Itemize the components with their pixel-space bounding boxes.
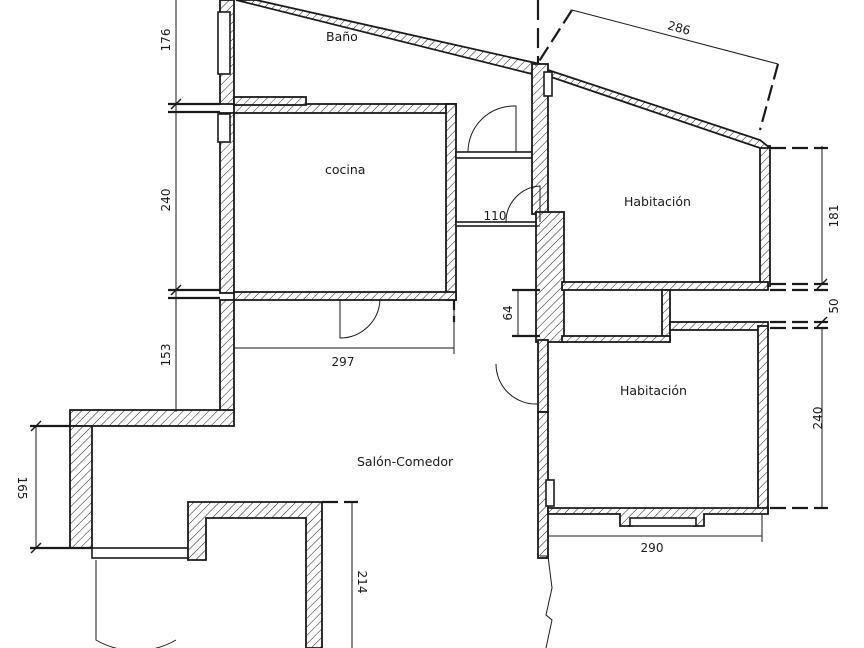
pillar-small: [543, 71, 553, 97]
wall-bed2-right: [757, 325, 769, 513]
wall-kitchen-bottom: [233, 291, 457, 301]
dim-110: 110: [484, 209, 507, 223]
wall-core: [187, 501, 323, 648]
wall-bed2-top: [669, 321, 769, 331]
wall-kitchen-right: [445, 103, 457, 301]
wall-exterior-bottom-right: [540, 555, 553, 648]
dim-240-right: 240: [811, 407, 825, 430]
wall-central-thick: [535, 211, 565, 343]
dim-286: 286: [666, 18, 692, 37]
label-bano: Baño: [326, 29, 358, 44]
label-salon: Salón-Comedor: [357, 454, 454, 469]
wall-closet-left: [661, 289, 671, 341]
wall-kitchen-left: [219, 112, 235, 294]
door-bedroom2[interactable]: [495, 363, 539, 405]
wall-closet-bottom: [561, 335, 671, 343]
window-central: [545, 479, 555, 507]
wall-living-left-upper: [219, 299, 235, 413]
dim-64: 64: [501, 305, 515, 320]
wall-entrance-thin: [91, 547, 191, 559]
window-bed2: [629, 517, 697, 527]
dim-153: 153: [159, 344, 173, 367]
label-habitacion-2: Habitación: [620, 383, 687, 398]
wall-bath-slant: [235, 0, 541, 75]
dim-214: 214: [355, 571, 369, 594]
window-bath: [217, 11, 231, 75]
wall-bed1-bottom: [561, 281, 769, 291]
wall-bed1-slant: [547, 68, 773, 149]
dimension-lines: [30, 0, 828, 648]
label-habitacion-1: Habitación: [624, 194, 691, 209]
door-entrance[interactable]: [95, 560, 177, 648]
dim-165: 165: [15, 477, 29, 500]
dim-290: 290: [641, 541, 664, 555]
window-kitchen: [217, 113, 231, 143]
door-bath[interactable]: [467, 105, 517, 153]
dim-181: 181: [827, 205, 841, 228]
door-kitchen-corridor[interactable]: [505, 185, 541, 223]
dim-297: 297: [332, 355, 355, 369]
wall-central-lower: [537, 339, 549, 413]
dim-176: 176: [159, 29, 173, 52]
walls: [69, 0, 773, 648]
wall-living-step: [69, 409, 235, 427]
wall-living-left-lower: [69, 425, 93, 549]
corridor-line-top: [455, 151, 541, 159]
label-cocina: cocina: [325, 162, 365, 177]
dim-240-left: 240: [159, 189, 173, 212]
doors: [95, 105, 541, 648]
door-kitchen[interactable]: [339, 299, 381, 339]
wall-bath-kitchen-stub: [233, 96, 307, 106]
wall-bed1-right: [759, 145, 771, 287]
dim-50: 50: [827, 298, 841, 313]
